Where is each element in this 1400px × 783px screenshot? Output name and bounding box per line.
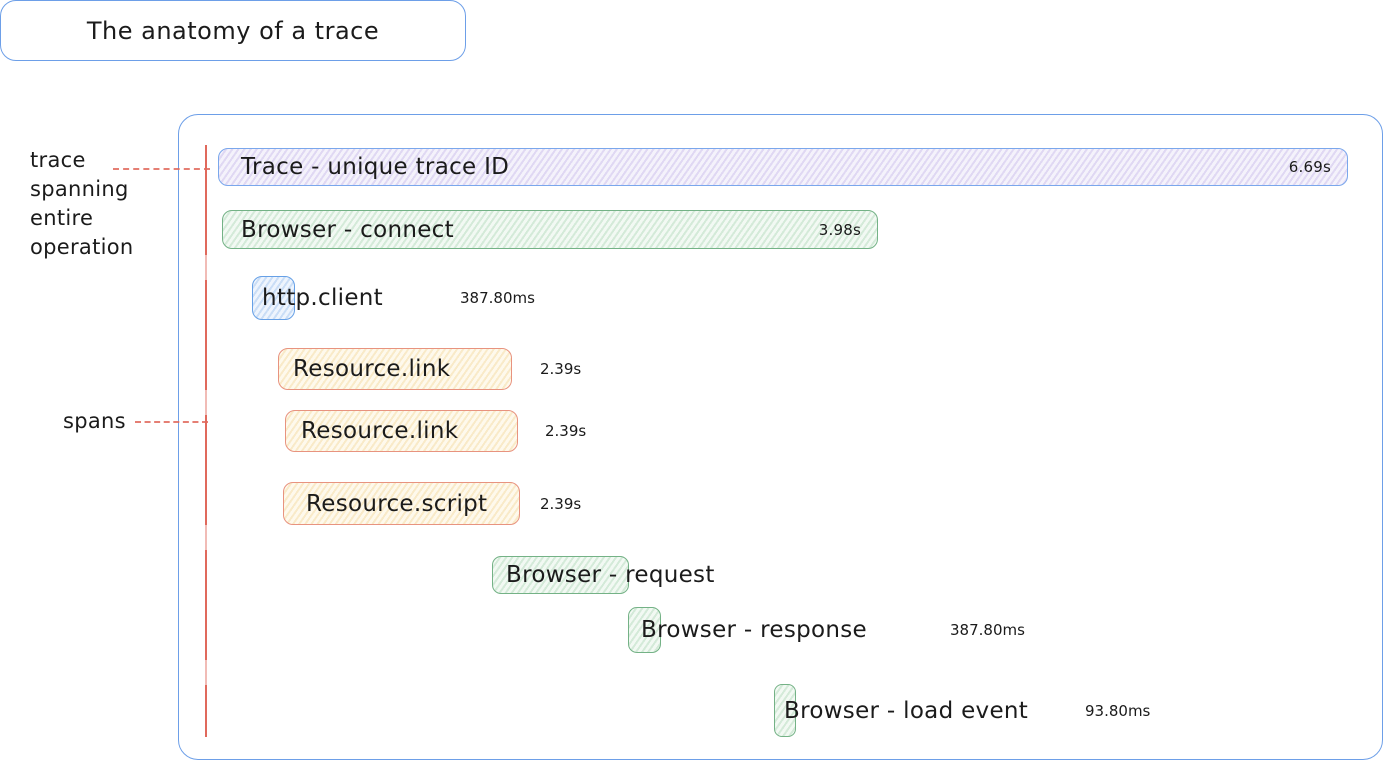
span-browser-connect: Browser - connect 3.98s bbox=[222, 210, 878, 249]
spans-vertical-line bbox=[205, 145, 207, 737]
span-label: Browser - response bbox=[641, 617, 867, 643]
span-label: Browser - load event bbox=[784, 697, 1029, 724]
trace-bar-duration: 6.69s bbox=[1288, 158, 1331, 176]
diagram-title-box: The anatomy of a trace bbox=[0, 0, 466, 61]
span-label: Resource.script bbox=[306, 490, 488, 517]
span-browser-request bbox=[492, 556, 629, 594]
spans-annotation: spans bbox=[63, 407, 126, 436]
spans-annotation-connector-line bbox=[135, 421, 208, 423]
trace-container-outline bbox=[178, 114, 1383, 760]
span-label: Browser - request bbox=[506, 562, 715, 588]
trace-annotation-line: spanning bbox=[30, 177, 129, 201]
span-browser-response bbox=[628, 607, 661, 653]
span-duration: 93.80ms bbox=[1085, 701, 1151, 720]
span-duration: 2.39s bbox=[540, 360, 582, 378]
span-duration: 3.98s bbox=[818, 220, 861, 239]
diagram-title: The anatomy of a trace bbox=[86, 16, 380, 45]
trace-annotation-line: trace bbox=[30, 148, 86, 172]
trace-annotation-line: entire bbox=[30, 206, 94, 230]
span-label: Resource.link bbox=[293, 356, 451, 382]
trace-annotation-line: operation bbox=[30, 235, 134, 259]
span-http-client bbox=[252, 276, 295, 320]
span-duration: 2.39s bbox=[545, 422, 587, 440]
span-label: Browser - connect bbox=[241, 216, 454, 243]
span-browser-load-event bbox=[774, 684, 796, 737]
span-label: Resource.link bbox=[301, 418, 459, 444]
span-resource-script: Resource.script bbox=[283, 482, 520, 525]
span-duration: 2.39s bbox=[540, 494, 582, 513]
trace-annotation-connector-line bbox=[113, 168, 210, 170]
span-duration: 387.80ms bbox=[460, 289, 535, 307]
span-duration: 387.80ms bbox=[950, 621, 1025, 639]
trace-bar: Trace - unique trace ID 6.69s bbox=[218, 148, 1348, 186]
spans-annotation-label: spans bbox=[63, 409, 126, 433]
span-label: http.client bbox=[262, 285, 383, 311]
trace-bar-label: Trace - unique trace ID bbox=[241, 154, 510, 180]
span-resource-link-2: Resource.link bbox=[285, 410, 518, 452]
span-resource-link-1: Resource.link bbox=[278, 348, 512, 390]
trace-annotation: trace spanning entire operation bbox=[30, 146, 134, 262]
